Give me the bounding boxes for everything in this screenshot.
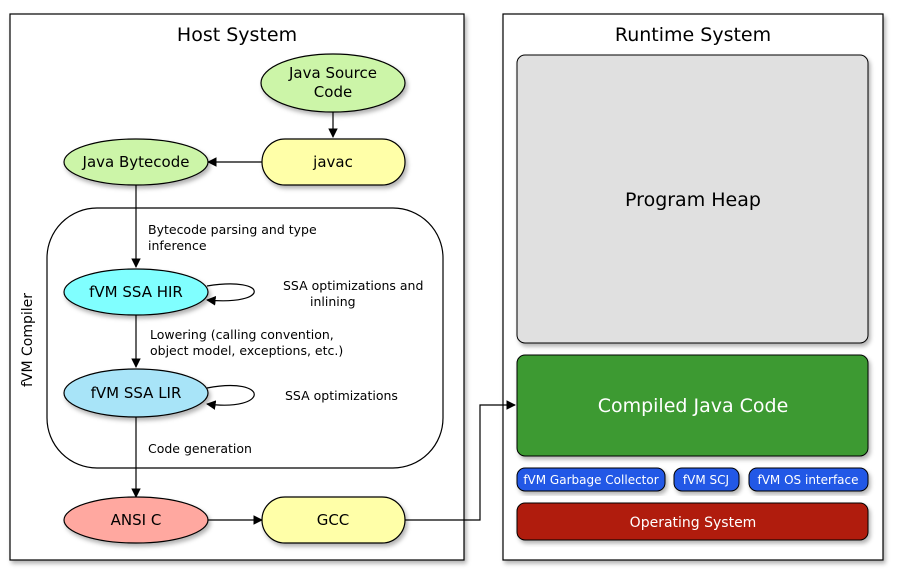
hir-opt-label-line1: SSA optimizations and [283, 278, 423, 293]
component-scj: fVM SCJ [673, 467, 740, 492]
ansi-c-label: ANSI C [111, 511, 162, 529]
compiled-java-code-block: Compiled Java Code [516, 354, 869, 457]
fvm-compiler-container: fVM Compiler [20, 207, 444, 469]
parsing-label-line2: inference [148, 238, 207, 253]
program-heap-label: Program Heap [625, 189, 761, 211]
fvm-compiler-label: fVM Compiler [20, 293, 36, 387]
gcc-label: GCC [317, 511, 350, 529]
compiled-java-code-label: Compiled Java Code [598, 395, 789, 417]
hir-label: fVM SSA HIR [89, 283, 183, 301]
edge-labels: Bytecode parsing and type inference SSA … [148, 222, 423, 456]
garbage-collector-label: fVM Garbage Collector [523, 473, 658, 487]
node-ansi-c: ANSI C [63, 496, 209, 544]
node-java-bytecode: Java Bytecode [63, 138, 209, 186]
lir-label: fVM SSA LIR [91, 384, 182, 402]
lowering-label-line1: Lowering (calling convention, [150, 327, 334, 342]
node-javac: javac [261, 138, 406, 186]
component-garbage-collector: fVM Garbage Collector [516, 467, 666, 492]
component-os-interface: fVM OS interface [748, 467, 869, 492]
java-bytecode-label: Java Bytecode [82, 153, 190, 171]
hir-opt-label-line2: inlining [310, 294, 356, 309]
runtime-system-title: Runtime System [615, 24, 771, 46]
lir-opt-label: SSA optimizations [285, 388, 398, 403]
node-fvm-ssa-lir: fVM SSA LIR [63, 368, 209, 418]
edge-lir-self-loop [206, 384, 255, 410]
os-interface-label: fVM OS interface [758, 473, 859, 487]
host-system-title: Host System [177, 24, 297, 46]
node-fvm-ssa-hir: fVM SSA HIR [63, 268, 209, 316]
operating-system-block: Operating System [516, 502, 869, 541]
codegen-label: Code generation [148, 441, 252, 456]
scj-label: fVM SCJ [683, 473, 729, 487]
node-java-source: Java Source Code [260, 53, 406, 113]
edge-gcc-to-compiled [405, 400, 516, 521]
edges [131, 112, 516, 525]
parsing-label-line1: Bytecode parsing and type [148, 222, 317, 237]
javac-label: javac [312, 153, 353, 171]
node-gcc: GCC [261, 496, 406, 544]
lowering-label-line2: object model, exceptions, etc.) [150, 343, 343, 358]
operating-system-label: Operating System [630, 515, 757, 531]
java-source-line2: Code [314, 83, 352, 101]
edge-hir-self-loop [206, 283, 255, 306]
program-heap-block: Program Heap [516, 54, 869, 344]
java-source-line1: Java Source [288, 64, 377, 82]
